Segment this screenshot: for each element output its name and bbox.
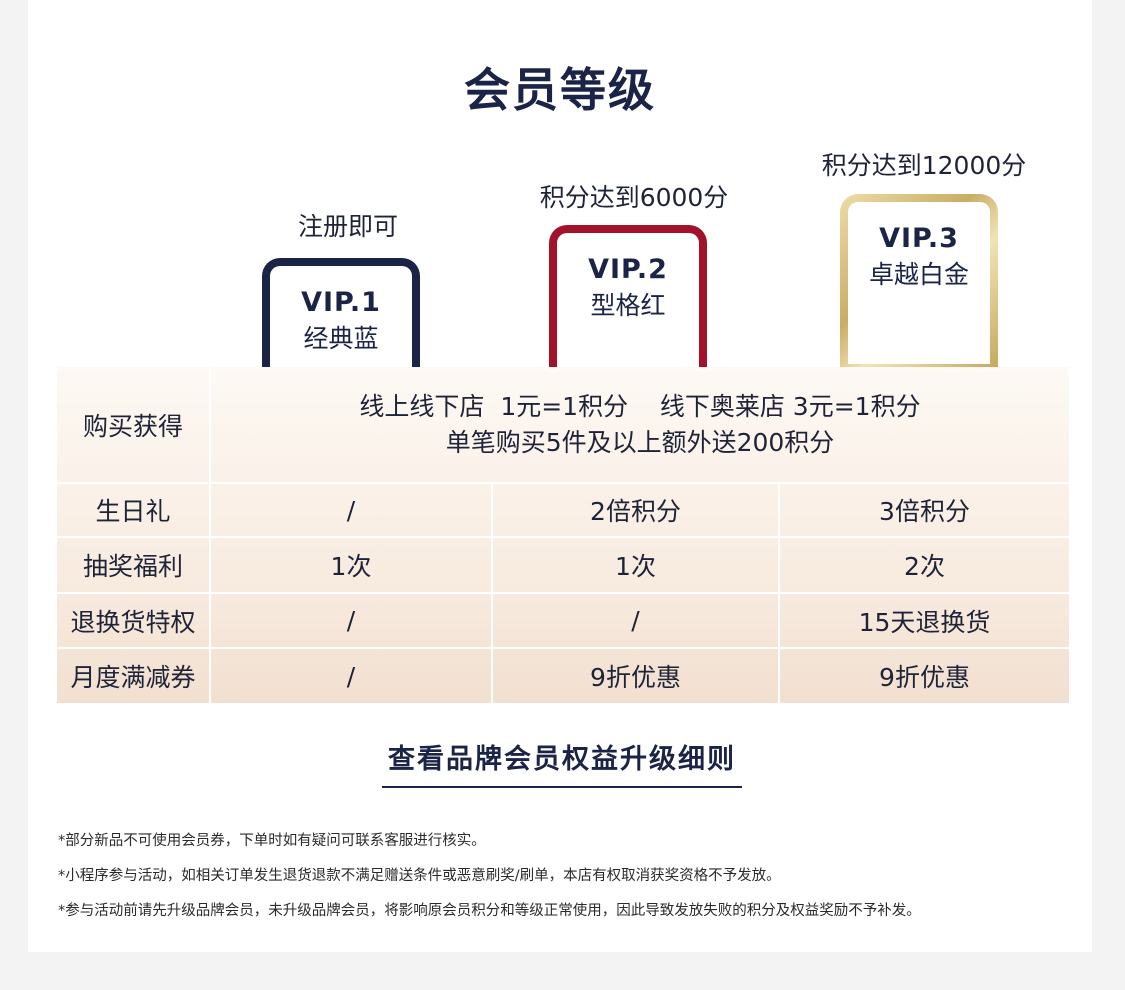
table-cell: 2次 [904,552,945,581]
tier-card-vip2: VIP.2 型格红 [549,225,707,367]
tier-level: VIP.3 [879,223,959,254]
row-label-return: 退换货特权 [70,607,196,637]
member-rules-link[interactable]: 查看品牌会员权益升级细则 [382,740,742,788]
table-cell: 9折优惠 [590,663,681,692]
page-title: 会员等级 [464,63,656,117]
column-divider [209,367,211,703]
row-divider [57,482,1069,484]
row-label-lottery: 抽奖福利 [82,552,183,581]
table-cell: / [346,661,356,691]
tier-level: VIP.1 [301,287,381,318]
row-label-birthday: 生日礼 [95,497,171,526]
row-divider [57,592,1069,594]
notes-section: *部分新品不可使用会员券，下单时如有疑问可联系客服进行核实。 *小程序参与活动，… [58,832,1078,937]
note-item: *参与活动前请先升级品牌会员，未升级品牌会员，将影响原会员积分和等级正常使用，因… [58,903,921,919]
tier-name: 卓越白金 [868,260,969,289]
row-divider [57,536,1069,538]
table-cell: / [631,606,640,635]
note-item: *部分新品不可使用会员券，下单时如有疑问可联系客服进行核实。 [58,833,486,849]
row-label-coupon: 月度满减券 [70,663,196,692]
tier-3-requirement: 积分达到12000分 [821,151,1027,180]
note-item: *小程序参与活动，如相关订单发生退货退款不满足赠送条件或恶意刷奖/刷单，本店有权… [58,868,781,884]
table-cell: 15天退换货 [858,607,991,637]
table-cell: / [346,495,356,525]
row-divider [57,647,1069,649]
table-cell: / [346,606,356,635]
tier-level: VIP.2 [588,254,668,285]
tier-name: 经典蓝 [303,324,379,353]
table-cell: 3倍积分 [879,497,970,526]
table-cell: 9折优惠 [879,663,970,692]
membership-page: 会员等级 注册即可 积分达到6000分 积分达到12000分 VIP.1 经典蓝… [28,0,1092,952]
tier-name: 型格红 [590,291,666,320]
tier-1-requirement: 注册即可 [297,212,398,241]
table-cell: 2倍积分 [590,497,681,526]
purchase-rule-line2: 单笔购买5件及以上额外送200积分 [445,427,835,457]
tier-card-vip3: VIP.3 卓越白金 [840,194,998,367]
tier-2-requirement: 积分达到6000分 [539,183,729,212]
benefits-table: 购买获得 线上线下店 1元=1积分 线下奥莱店 3元=1积分 单笔购买5件及以上… [57,367,1069,703]
tier-card-vip1: VIP.1 经典蓝 [262,258,420,367]
purchase-points-cell: 线上线下店 1元=1积分 线下奥莱店 3元=1积分 单笔购买5件及以上额外送20… [211,367,1069,482]
table-cell: 1次 [330,552,372,581]
row-label-purchase: 购买获得 [82,411,183,441]
purchase-rule-line1: 线上线下店 1元=1积分 线下奥莱店 3元=1积分 [359,391,921,421]
table-cell: 1次 [615,552,656,581]
